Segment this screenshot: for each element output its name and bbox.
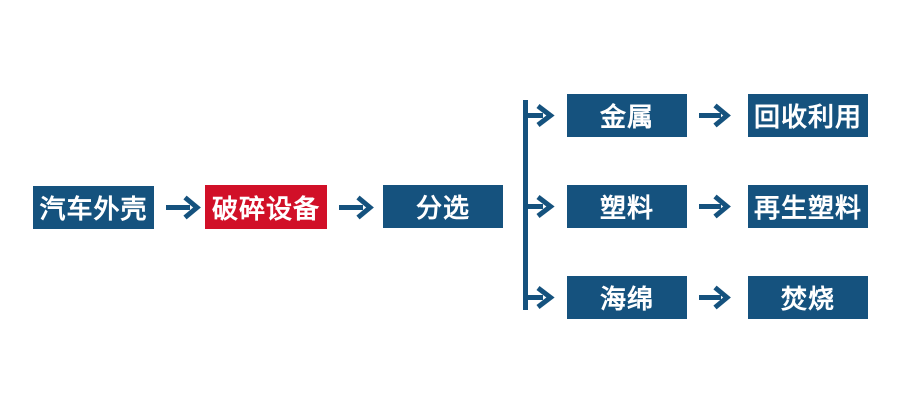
- arrow-head: [536, 195, 555, 218]
- node-plastic: 塑料: [567, 185, 687, 228]
- node-sponge: 海绵: [567, 276, 687, 319]
- arrow-branch-to-metal-icon: [525, 104, 555, 127]
- node-metal: 金属: [567, 94, 687, 137]
- arrow-branch-to-sponge-icon: [525, 286, 555, 309]
- arrow-head: [713, 194, 731, 219]
- arrow-head: [183, 195, 201, 220]
- arrow-crushing-to-sorting-icon: [339, 195, 374, 220]
- node-recycle-reuse: 回收利用: [748, 94, 868, 137]
- arrow-head: [536, 286, 555, 309]
- node-crushing-equipment: 破碎设备: [205, 185, 327, 229]
- arrow-head: [713, 285, 731, 310]
- arrow-car-shell-to-crushing-icon: [166, 195, 201, 220]
- arrow-branch-to-plastic-icon: [525, 195, 555, 218]
- arrow-head: [356, 195, 374, 220]
- arrow-metal-to-recycle-icon: [699, 103, 731, 128]
- arrow-sponge-to-incinerate-icon: [699, 285, 731, 310]
- arrow-head: [536, 104, 555, 127]
- node-recycled-plastic: 再生塑料: [748, 185, 868, 228]
- arrow-head: [713, 103, 731, 128]
- arrow-plastic-to-regen-icon: [699, 194, 731, 219]
- node-car-shell: 汽车外壳: [33, 186, 154, 229]
- node-sorting: 分选: [383, 185, 503, 228]
- node-incineration: 焚烧: [748, 276, 868, 319]
